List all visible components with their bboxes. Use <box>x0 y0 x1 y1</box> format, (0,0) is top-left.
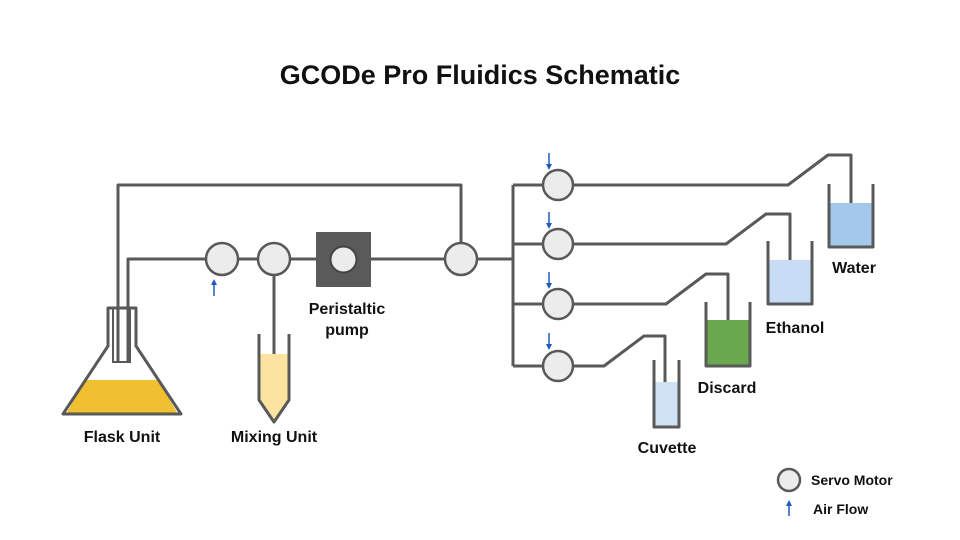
legend: Servo Motor Air Flow <box>776 467 893 517</box>
pump-rotor <box>329 245 358 274</box>
ethanol-beaker <box>766 241 814 306</box>
discard-label: Discard <box>698 380 757 397</box>
diagram-title: GCODe Pro Fluidics Schematic <box>280 60 681 90</box>
pump-label-line2: pump <box>325 322 369 339</box>
pipe-to-ethanol <box>573 212 792 268</box>
pipe-to-water <box>573 153 853 212</box>
servo-motor-discard <box>541 287 575 321</box>
flask-unit: Flask Unit <box>61 306 183 446</box>
pipe-flask-return <box>116 183 463 362</box>
flask-unit-label: Flask Unit <box>84 429 161 446</box>
pump-label-line1: Peristaltic <box>309 301 386 318</box>
cuvette-label: Cuvette <box>638 440 697 457</box>
air-flow-down-arrow-icon <box>546 212 552 229</box>
cuvette-liquid <box>654 382 679 427</box>
servo-motor-ethanol <box>541 227 575 261</box>
legend-air-flow-icon <box>786 500 792 516</box>
air-flow-down-arrow-icon <box>546 333 552 350</box>
servo-motor-cuvette <box>541 349 575 383</box>
servo-motor-mixing <box>256 241 292 277</box>
air-flow-down-arrow-icon <box>546 153 552 170</box>
flask-liquid <box>66 380 178 414</box>
cuvette-body <box>652 360 681 429</box>
servo-motor-flask-line <box>204 241 240 277</box>
pipe-network <box>116 153 853 395</box>
water-container: Water <box>827 184 876 277</box>
flask-inner-tube <box>112 307 131 363</box>
pipe-to-cuvette <box>573 334 667 395</box>
ethanol-container: Ethanol <box>766 241 825 337</box>
discard-liquid <box>706 320 750 366</box>
water-liquid <box>829 203 873 247</box>
air-flow-up-arrow-icon <box>211 279 217 296</box>
pipe-flask-feed <box>126 257 205 362</box>
water-label: Water <box>832 260 876 277</box>
mixing-liquid <box>259 354 289 422</box>
mixing-unit-label: Mixing Unit <box>231 429 318 446</box>
servo-motor-junction <box>443 241 479 277</box>
discard-beaker <box>704 302 752 368</box>
servo-motor-water <box>541 168 575 202</box>
cuvette-container: Cuvette <box>638 360 697 457</box>
peristaltic-pump: Peristaltic pump <box>309 232 386 339</box>
pipe-to-discard <box>573 272 730 330</box>
mixing-unit: Mixing Unit <box>231 334 318 446</box>
ethanol-label: Ethanol <box>766 320 825 337</box>
air-flow-down-arrow-icon <box>546 272 552 289</box>
mixing-tube-body <box>257 334 291 424</box>
legend-servo-label: Servo Motor <box>811 472 893 488</box>
ethanol-liquid <box>768 260 812 304</box>
air-flow-arrows <box>211 153 552 350</box>
discard-container: Discard <box>698 302 757 397</box>
water-beaker <box>827 184 875 249</box>
legend-air-flow-label: Air Flow <box>813 501 868 517</box>
servo-motors <box>204 168 575 383</box>
flask-body <box>61 306 183 416</box>
legend-servo-icon <box>776 467 802 493</box>
